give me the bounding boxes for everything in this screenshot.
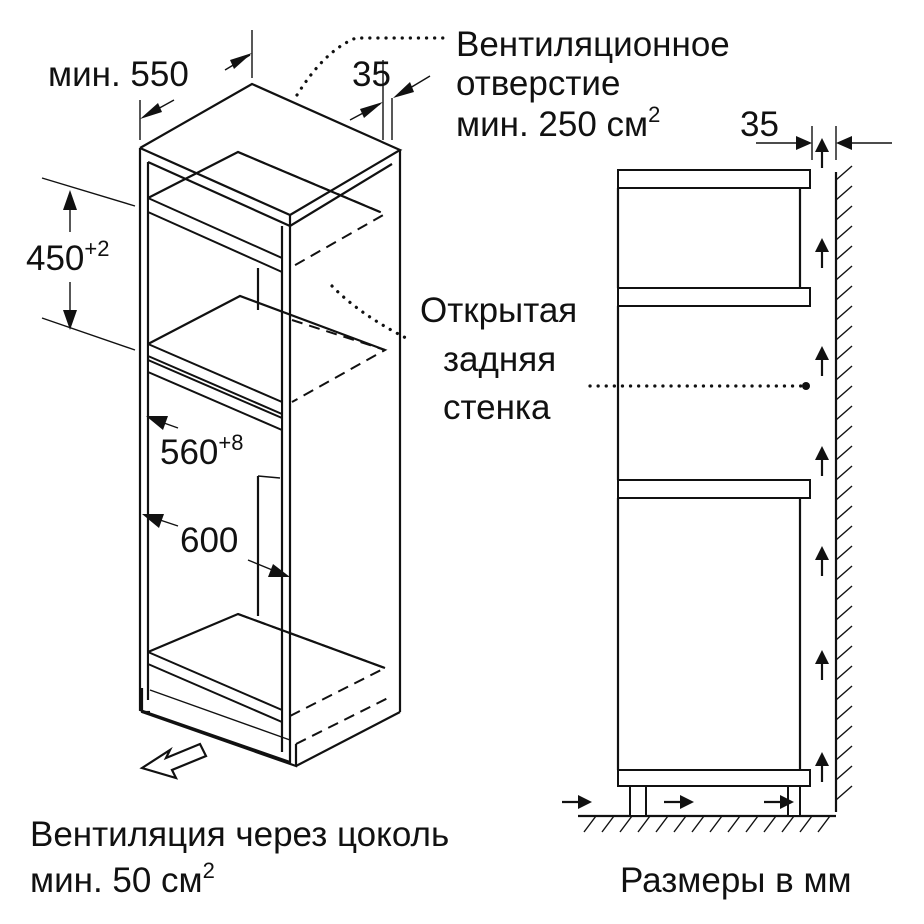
vent-opening-sup: 2 xyxy=(648,102,660,127)
side-section xyxy=(562,126,892,833)
plinth-vent-value: мин. 50 см xyxy=(30,861,203,900)
vent-opening-line3: мин. 250 см2 xyxy=(456,102,660,144)
vent-opening-line2: отверстие xyxy=(456,64,620,103)
niche-height-tol: +2 xyxy=(84,236,109,261)
plinth-vent-line2: мин. 50 см2 xyxy=(30,858,215,900)
vent-gap-left-label: 35 xyxy=(352,55,391,94)
open-back-line1: Открытая xyxy=(420,291,577,330)
cabinet-width-label: 600 xyxy=(180,521,238,560)
open-back-line2: задняя xyxy=(443,340,556,379)
plinth-vent-line1: Вентиляция через цоколь xyxy=(30,815,449,854)
vent-gap-right-label: 35 xyxy=(740,105,779,144)
min-depth-label: мин. 550 xyxy=(48,55,189,94)
vent-opening-value: мин. 250 см xyxy=(456,105,648,144)
niche-height-label: 450+2 xyxy=(26,236,110,278)
niche-width-tol: +8 xyxy=(218,430,243,455)
units-note: Размеры в мм xyxy=(620,861,852,900)
open-back-line3: стенка xyxy=(443,388,551,427)
niche-width-value: 560 xyxy=(160,433,218,472)
vent-opening-line1: Вентиляционное xyxy=(456,25,730,64)
niche-height-value: 450 xyxy=(26,239,84,278)
niche-width-label: 560+8 xyxy=(160,430,244,472)
cabinet-perspective xyxy=(41,30,447,780)
plinth-vent-sup: 2 xyxy=(203,858,215,883)
